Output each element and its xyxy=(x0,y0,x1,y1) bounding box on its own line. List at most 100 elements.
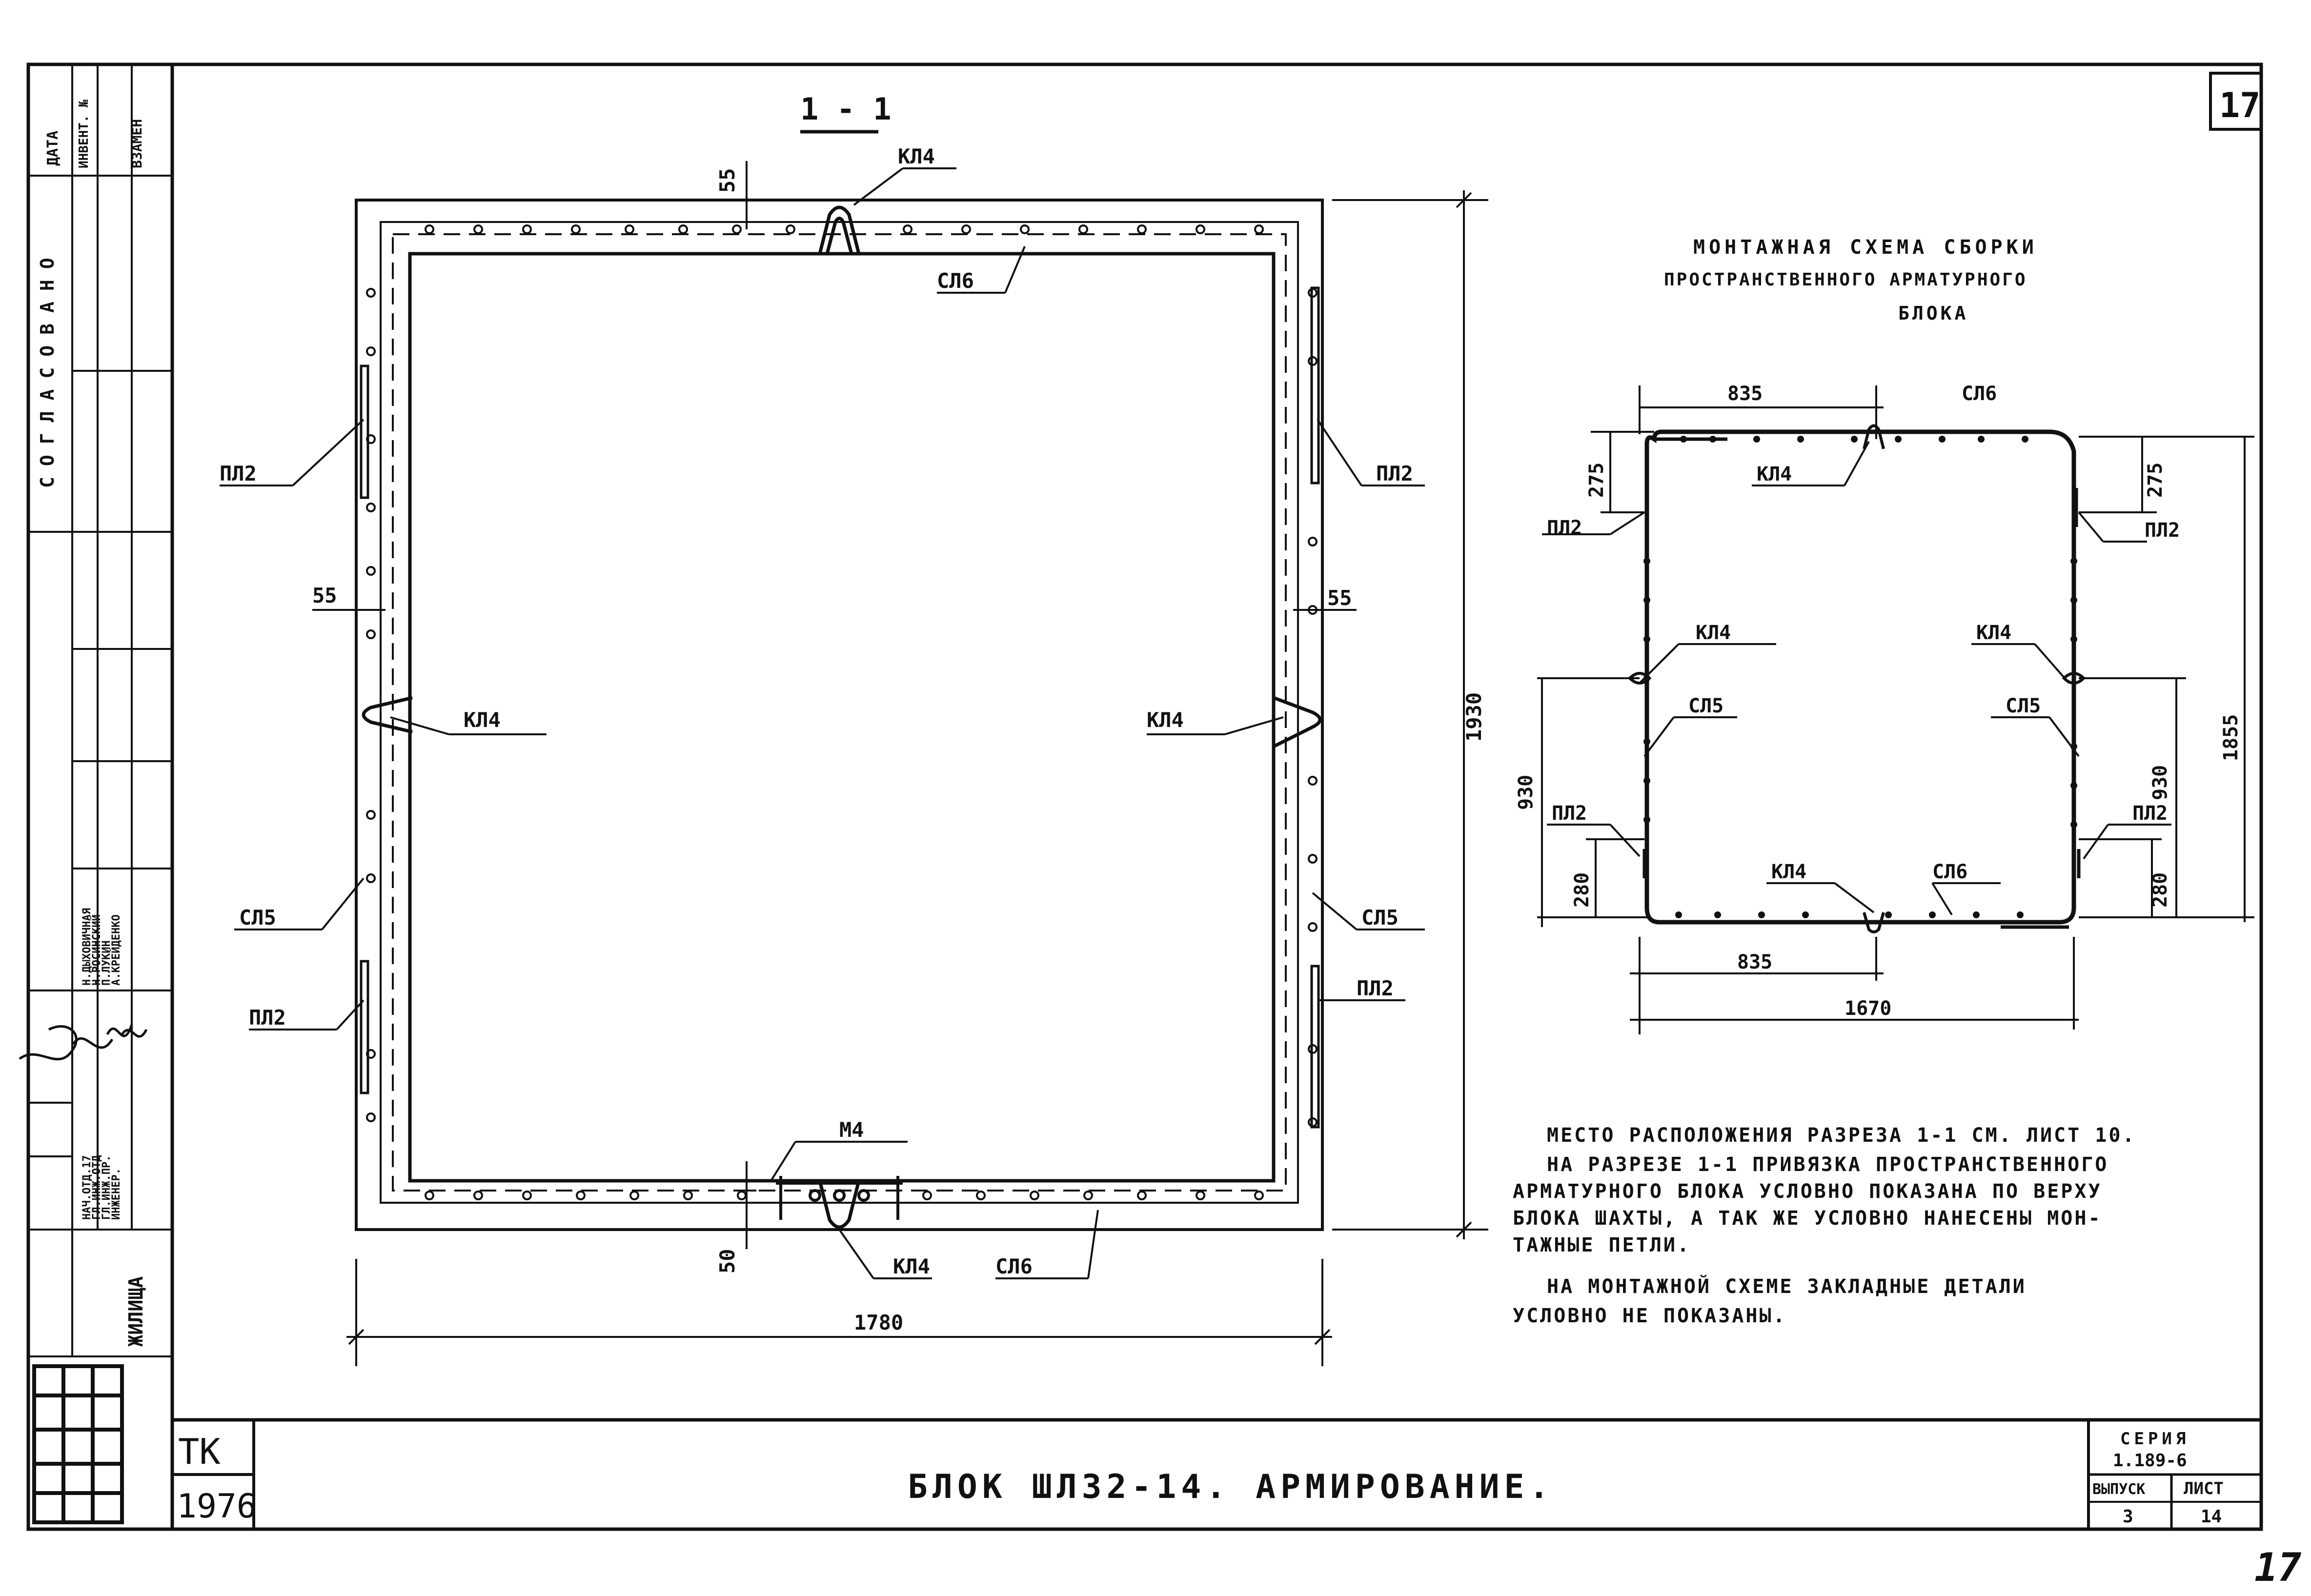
side-strip-texts: СОГЛАСОВАНО ДАТА ИНВЕНТ. № ВЗАМЕН НАЧ.ОТ… xyxy=(37,100,147,1347)
label-kl4-top: КЛ4 xyxy=(898,144,935,168)
name-4: А.КРЕЙДЕНКО xyxy=(110,914,122,986)
shaft-inner-opening xyxy=(408,252,1276,1183)
scheme-dim-top-left-vert: 275 xyxy=(1585,463,1608,498)
title-block: ТК 1976 БЛОК ШЛ32-14. АРМИРОВАНИЕ. СЕРИЯ… xyxy=(177,1429,2224,1527)
sheet-title: БЛОК ШЛ32-14. АРМИРОВАНИЕ. xyxy=(908,1468,1554,1506)
label-pl2-left-top: ПЛ2 xyxy=(220,462,257,485)
label-sl6-bottom: СЛ6 xyxy=(995,1254,1033,1278)
leader-lines xyxy=(220,167,1425,1279)
label-m4: М4 xyxy=(839,1118,864,1142)
scheme-label-sl5-right: СЛ5 xyxy=(2006,695,2041,717)
role-2: ГЛ.ИНЖ.ОТД xyxy=(91,1155,103,1220)
approval-label: СОГЛАСОВАНО xyxy=(37,247,58,488)
scheme-title-line-2: ПРОСТРАНСТВЕННОГО АРМАТУРНОГО xyxy=(1664,270,2027,290)
series-label: СЕРИЯ xyxy=(2120,1429,2189,1449)
scheme-dimension-texts: 835 835 1670 275 275 930 930 280 280 185… xyxy=(1515,383,2242,1020)
note-line-7: УСЛОВНО НЕ ПОКАЗАНЫ. xyxy=(1513,1305,1787,1327)
sheet-number: 17 xyxy=(2219,85,2260,125)
role-3: ГЛ.ИНЖ.ПР. xyxy=(101,1155,113,1220)
scheme-label-sl6-top: СЛ6 xyxy=(1962,383,1997,405)
embedded-detail-m4 xyxy=(776,1176,903,1220)
signatures xyxy=(19,1024,148,1061)
scheme-leaders xyxy=(1542,441,2171,916)
org-label: ЖИЛИЩА xyxy=(125,1276,147,1347)
dim-right-offset: 55 xyxy=(1327,586,1352,610)
dim-width: 1780 xyxy=(854,1311,903,1334)
scheme-label-kl4-left: КЛ4 xyxy=(1696,622,1731,644)
sheet-value: 14 xyxy=(2201,1507,2222,1527)
dim-top-offset: 55 xyxy=(715,168,739,193)
label-kl4-bottom: КЛ4 xyxy=(893,1254,930,1278)
scheme-title-line-3: БЛОКА xyxy=(1898,303,1968,324)
label-sl5-right: СЛ5 xyxy=(1361,906,1399,929)
date-label: ДАТА xyxy=(44,131,61,166)
scheme-dim-top-half: 835 xyxy=(1727,383,1763,405)
scheme-dim-total-width: 1670 xyxy=(1845,997,1891,1020)
scheme-label-kl4-bottom: КЛ4 xyxy=(1771,861,1806,883)
note-line-5: ТАЖНЫЕ ПЕТЛИ. xyxy=(1513,1234,1691,1256)
rebar-dots xyxy=(366,224,1318,1200)
role-1: НАЧ.ОТД.17 xyxy=(81,1155,93,1220)
name-1: Н.ДЫХОВИЧНАЯ xyxy=(81,908,93,986)
year: 1976 xyxy=(177,1487,257,1526)
dim-bottom-offset: 50 xyxy=(715,1249,739,1273)
section-title: 1 - 1 xyxy=(800,91,892,127)
scheme-dim-right-total: 1855 xyxy=(2220,714,2242,761)
scheme-label-pl2-left-top: ПЛ2 xyxy=(1547,517,1582,539)
section-1-1: 1 - 1 xyxy=(220,91,1488,1366)
label-pl2-right-top: ПЛ2 xyxy=(1376,462,1413,485)
section-labels: КЛ4 СЛ6 ПЛ2 ПЛ2 КЛ4 КЛ4 СЛ5 СЛ5 ПЛ2 ПЛ2 … xyxy=(220,144,1413,1278)
replaces-label: ВЗАМЕН xyxy=(129,119,145,168)
scheme-dim-top-right-vert: 275 xyxy=(2144,463,2167,498)
dim-left-offset: 55 xyxy=(312,584,337,607)
scheme-dim-right-bottom: 280 xyxy=(2149,872,2171,908)
note-line-4: БЛОКА ШАХТЫ, А ТАК ЖЕ УСЛОВНО НАНЕСЕНЫ М… xyxy=(1513,1207,2102,1230)
stamp-code: ТК xyxy=(178,1431,221,1472)
role-4: ИНЖЕНЕР. xyxy=(110,1168,122,1220)
scheme-dim-bottom-half: 835 xyxy=(1737,951,1772,973)
scheme-cage-contour xyxy=(1644,429,2076,925)
note-line-6: НА МОНТАЖНОЙ СХЕМЕ ЗАКЛАДНЫЕ ДЕТАЛИ xyxy=(1547,1274,2027,1298)
scheme-title-line-1: МОНТАЖНАЯ СХЕМА СБОРКИ xyxy=(1693,236,2038,259)
section-dimensions xyxy=(312,161,1488,1366)
scheme-label-sl5-left: СЛ5 xyxy=(1688,695,1723,717)
scheme-label-kl4-right: КЛ4 xyxy=(1976,622,2011,644)
notes: МЕСТО РАСПОЛОЖЕНИЯ РАЗРЕЗА 1-1 СМ. ЛИСТ … xyxy=(1513,1124,2136,1327)
label-sl5-left: СЛ5 xyxy=(239,906,276,929)
section-dimension-texts: 1780 1930 55 50 55 55 xyxy=(312,168,1486,1334)
scheme-label-pl2-left-bottom: ПЛ2 xyxy=(1552,802,1587,825)
scheme-labels: СЛ6 КЛ4 ПЛ2 ПЛ2 КЛ4 КЛ4 СЛ5 СЛ5 ПЛ2 ПЛ2 … xyxy=(1547,383,2180,883)
embedded-plates xyxy=(360,286,1320,1129)
inventory-label: ИНВЕНТ. № xyxy=(77,100,91,168)
scheme-dim-right-mid: 930 xyxy=(2149,765,2171,800)
sheet-label: ЛИСТ xyxy=(2184,1479,2224,1498)
sheet-frame xyxy=(26,62,2263,1531)
name-2: Н.РОСИНСКИЙ xyxy=(90,914,103,986)
org-logo xyxy=(32,1364,124,1524)
label-kl4-left: КЛ4 xyxy=(464,708,501,732)
name-3: П.ЛУКИН xyxy=(101,940,113,986)
dim-height: 1930 xyxy=(1462,692,1486,742)
label-kl4-right: КЛ4 xyxy=(1147,708,1184,732)
scheme-dim-left-bottom: 280 xyxy=(1571,872,1593,908)
label-sl6-top: СЛ6 xyxy=(937,269,974,293)
issue-value: 3 xyxy=(2123,1507,2133,1527)
lifting-loops xyxy=(362,205,1322,1229)
scheme-label-kl4-top: КЛ4 xyxy=(1757,463,1792,485)
note-line-1: МЕСТО РАСПОЛОЖЕНИЯ РАЗРЕЗА 1-1 СМ. ЛИСТ … xyxy=(1547,1124,2136,1147)
handwritten-page-number: 17 xyxy=(2254,1545,2301,1590)
scheme-loops xyxy=(1628,424,2085,933)
scheme-dots xyxy=(1643,436,2077,918)
assembly-scheme: МОНТАЖНАЯ СХЕМА СБОРКИ ПРОСТРАНСТВЕННОГО… xyxy=(1515,236,2254,1034)
rebar-cage-outer xyxy=(380,221,1299,1204)
label-pl2-right-bottom: ПЛ2 xyxy=(1357,976,1394,1000)
scheme-label-pl2-right-top: ПЛ2 xyxy=(2145,519,2180,542)
note-line-2: НА РАЗРЕЗЕ 1-1 ПРИВЯЗКА ПРОСТРАНСТВЕННОГ… xyxy=(1547,1153,2108,1176)
scheme-bars xyxy=(1642,437,2081,929)
side-strip-grid xyxy=(28,64,172,1357)
scheme-label-pl2-right-bottom: ПЛ2 xyxy=(2132,802,2168,825)
label-pl2-left-bottom: ПЛ2 xyxy=(249,1006,286,1030)
issue-label: ВЫПУСК xyxy=(2092,1481,2145,1498)
series-value: 1.189-6 xyxy=(2113,1451,2187,1471)
